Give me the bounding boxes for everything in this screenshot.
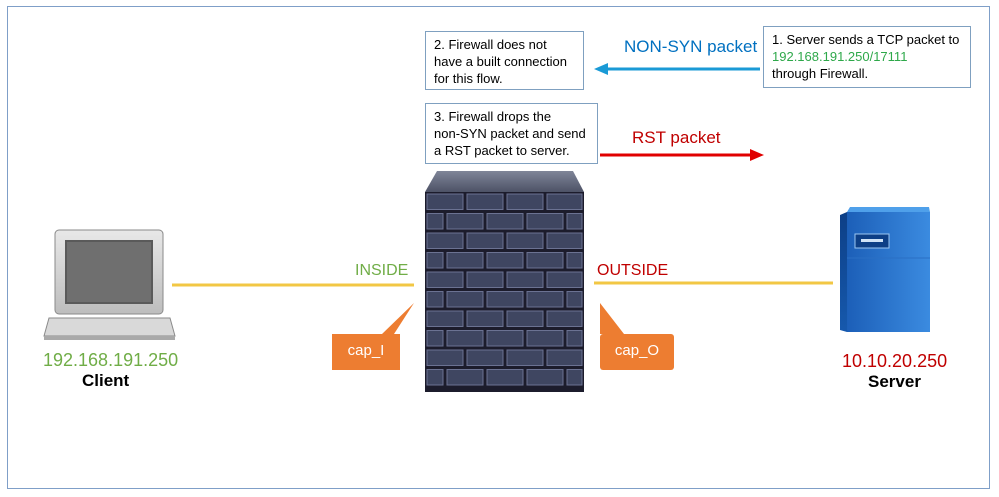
note-server-sends: 1. Server sends a TCP packet to 192.168.… (763, 26, 971, 88)
firewall-brick (566, 252, 583, 269)
firewall-brick (426, 349, 464, 366)
firewall-brick (566, 213, 583, 230)
note1-line1: 1. Server sends a TCP packet to (772, 32, 960, 47)
client-ip: 192.168.191.250 (43, 350, 179, 370)
note3-line1: 3. Firewall drops the (434, 109, 552, 124)
firewall-brick (426, 369, 444, 386)
firewall-brick (446, 291, 484, 308)
firewall-brick (426, 213, 444, 230)
inside-label: INSIDE (355, 262, 409, 279)
firewall-brick (566, 330, 583, 347)
server-icon (840, 207, 930, 332)
firewall-brick (446, 252, 484, 269)
firewall-brick (526, 252, 564, 269)
firewall-brick (546, 232, 583, 249)
firewall-brick (466, 193, 504, 210)
note2-line2: have a built connection (434, 54, 567, 69)
laptop-icon (43, 229, 176, 340)
note2-line3: for this flow. (434, 71, 503, 86)
firewall-brick (466, 349, 504, 366)
firewall-brick (506, 310, 544, 327)
diagram-frame (7, 6, 990, 489)
non-syn-label: NON-SYN packet (624, 37, 758, 56)
firewall-brick (526, 369, 564, 386)
cap-i-callout (332, 303, 414, 370)
firewall-brick (526, 291, 564, 308)
firewall-brick (426, 310, 464, 327)
firewall-brick (486, 369, 524, 386)
note3-line2: non-SYN packet and send (434, 126, 586, 141)
client-name: Client (82, 371, 130, 390)
firewall-brick (566, 369, 583, 386)
rst-label: RST packet (632, 128, 721, 147)
firewall-brick (426, 271, 464, 288)
firewall-brick (446, 213, 484, 230)
firewall-brick (526, 330, 564, 347)
firewall-brick (486, 291, 524, 308)
firewall-brick (426, 330, 444, 347)
firewall-brick (486, 330, 524, 347)
server-ip: 10.10.20.250 (842, 351, 948, 371)
firewall-brick (546, 271, 583, 288)
note3-line3: a RST packet to server. (434, 143, 570, 158)
note2-line1: 2. Firewall does not (434, 37, 547, 52)
firewall-brick (486, 213, 524, 230)
note1-line2: 192.168.191.250/17111 (772, 49, 908, 64)
firewall-brick (506, 271, 544, 288)
cap-o-callout (600, 303, 674, 370)
firewall-brick (566, 291, 583, 308)
firewall-brick (506, 349, 544, 366)
note-firewall-drops: 3. Firewall drops the non-SYN packet and… (425, 103, 598, 164)
rst-arrow (600, 149, 764, 161)
firewall-brick (506, 232, 544, 249)
firewall-brick (466, 232, 504, 249)
firewall-brick (426, 291, 444, 308)
note1-line3: through Firewall. (772, 66, 869, 81)
firewall-brick (486, 252, 524, 269)
firewall-brick (546, 193, 583, 210)
firewall-brick (446, 330, 484, 347)
server-name: Server (868, 372, 921, 391)
firewall-brick (446, 369, 484, 386)
note-no-connection: 2. Firewall does not have a built connec… (425, 31, 584, 90)
firewall-brick (546, 349, 583, 366)
firewall-brick (466, 310, 504, 327)
firewall-brick (426, 232, 464, 249)
firewall-icon (425, 171, 584, 392)
firewall-brick (506, 193, 544, 210)
firewall-brick (466, 271, 504, 288)
cap-i-label: cap_I (347, 342, 385, 359)
firewall-brick (426, 193, 464, 210)
outside-label: OUTSIDE (597, 262, 669, 279)
firewall-brick (426, 252, 444, 269)
firewall-brick (526, 213, 564, 230)
firewall-brick (546, 310, 583, 327)
cap-o-label: cap_O (614, 342, 660, 359)
non-syn-arrow (594, 63, 760, 75)
